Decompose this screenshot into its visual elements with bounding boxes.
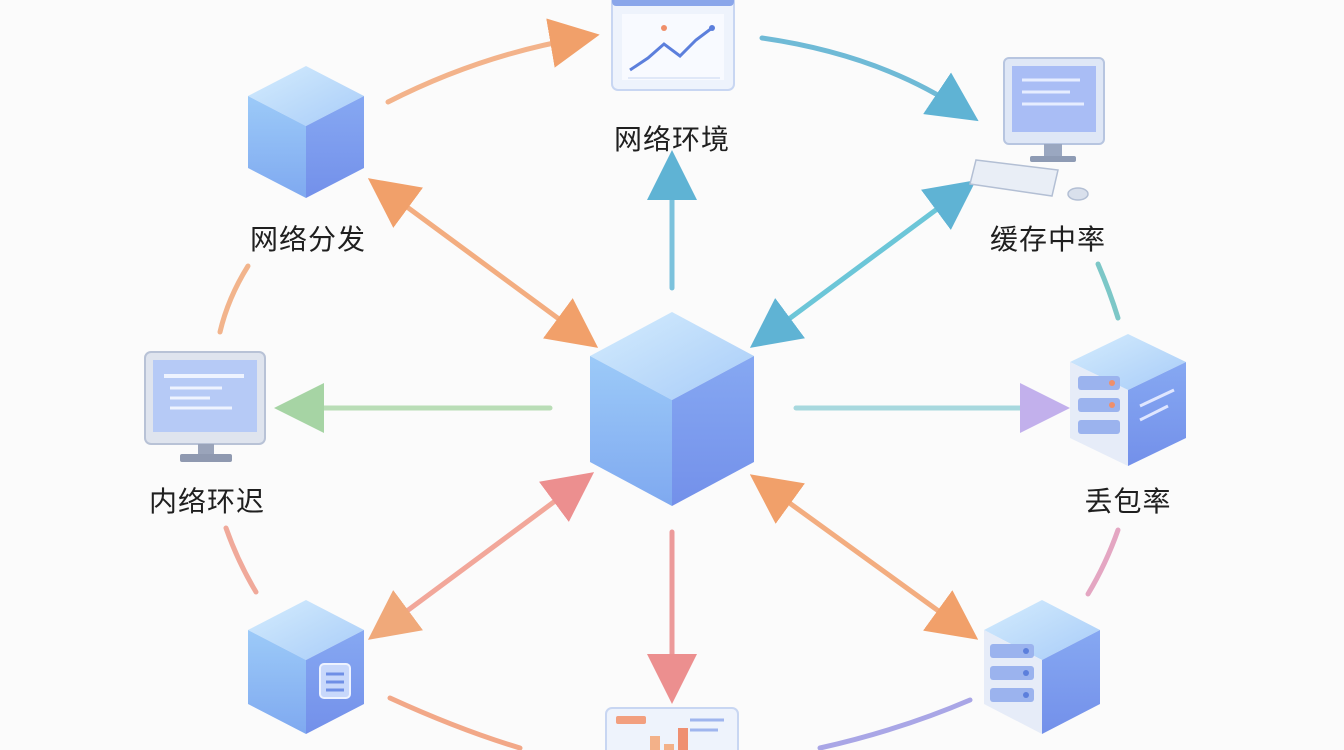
node-label-left: 内络环迟 — [148, 485, 266, 518]
spoke-top-left — [367, 178, 599, 348]
node-label-top: 网络环境 — [613, 123, 731, 156]
cube-icon — [248, 66, 364, 198]
arc-right-to-br — [1085, 527, 1121, 597]
outer-ring — [217, 18, 1121, 750]
node-label-top-left: 网络分发 — [249, 223, 367, 256]
arc-top-to-tr — [759, 35, 979, 122]
desktop-computer-icon — [969, 57, 1105, 201]
spoke-bottom-left — [367, 472, 595, 640]
central-cube-icon — [590, 312, 754, 506]
spoke-top-right — [749, 180, 977, 348]
spokes — [274, 150, 1070, 704]
arc-tl-to-left — [217, 263, 251, 335]
arc-left-to-bl — [223, 525, 259, 595]
server-cube-icon — [984, 600, 1100, 734]
node-label-right: 丢包率 — [1084, 485, 1172, 518]
arc-bottom-to-br — [817, 697, 973, 750]
arc-tr-to-right — [1095, 261, 1121, 321]
monitor-icon — [144, 351, 266, 462]
spoke-bottom-right — [749, 474, 979, 640]
arc-tl-to-top — [385, 18, 600, 105]
node-label-top-right: 缓存中率 — [989, 223, 1107, 256]
cube-list-icon — [248, 600, 364, 734]
line-chart-dashboard-icon — [611, 0, 735, 91]
server-rack-icon — [1070, 334, 1186, 466]
arc-bl-to-bottom — [387, 695, 523, 750]
bar-chart-dashboard-icon — [605, 707, 739, 750]
